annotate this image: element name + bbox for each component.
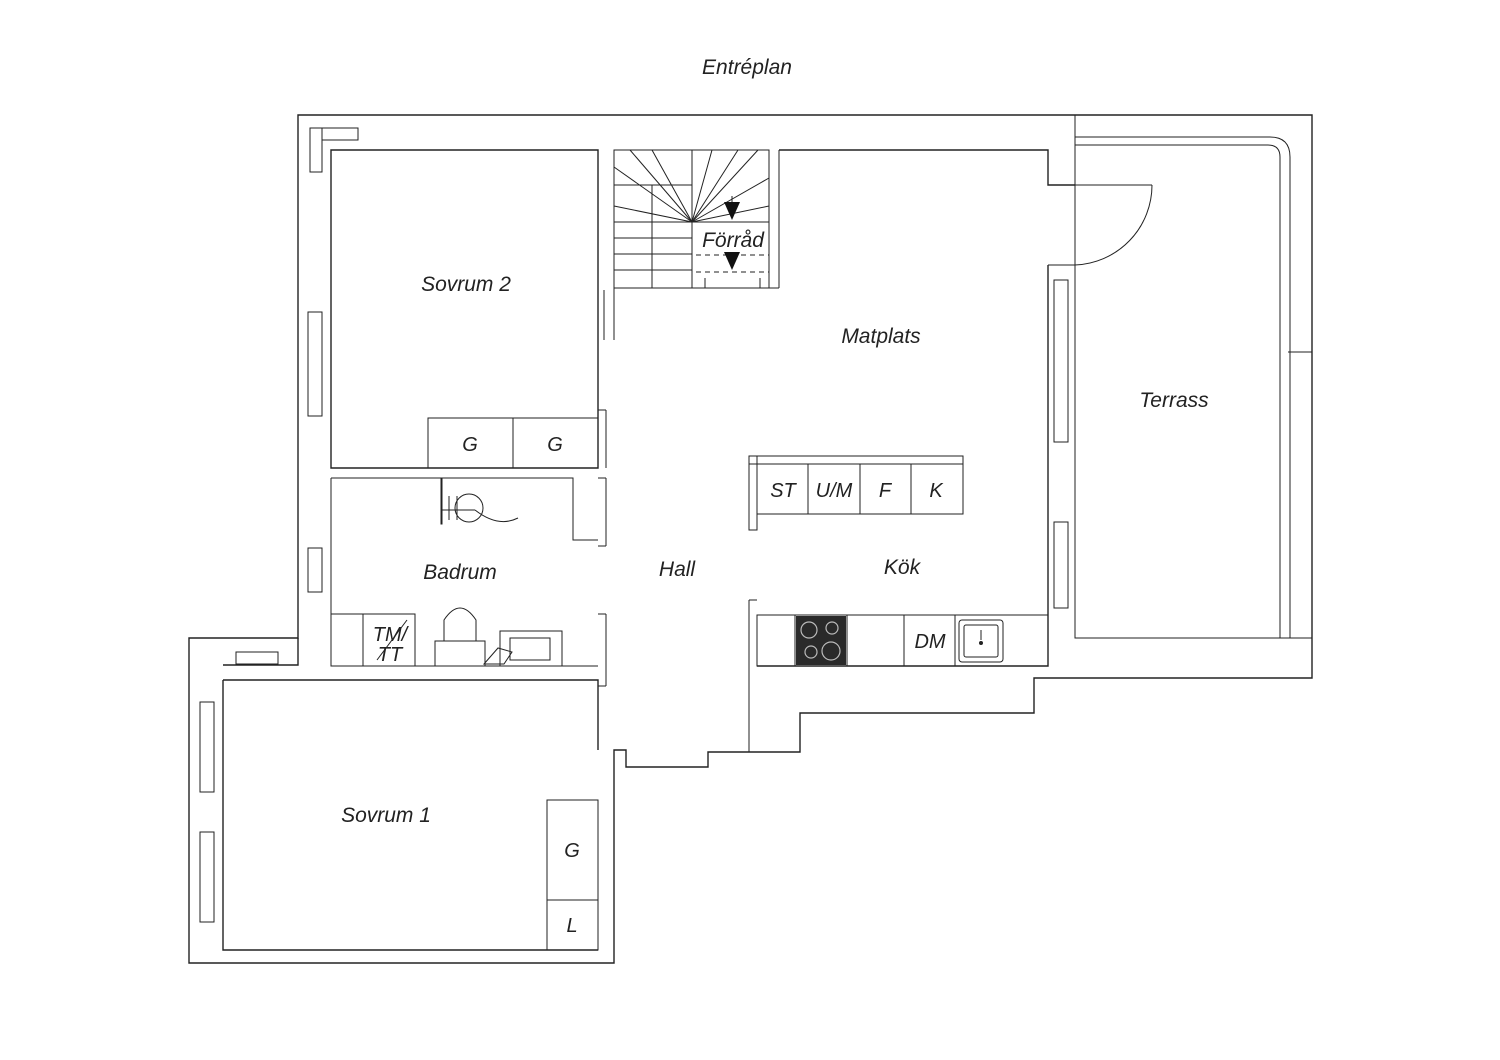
room-label-hall: Hall [659,558,697,581]
stove-icon [796,616,846,665]
room-label-badrum: Badrum [423,561,497,584]
room-label-forrad: Förråd [702,229,765,252]
windows [199,127,1069,923]
fixture-label-wardrobe: G [462,434,478,456]
fixture-label-tm: TM/ [373,624,410,646]
bathroom [330,477,607,687]
fixture-label-um: U/M [816,480,853,502]
sink-icon [958,619,1004,663]
outer-walls [188,114,1313,964]
fixture-label-k: K [929,480,944,502]
room-label-sovrum1: Sovrum 1 [341,804,431,827]
fixture-label-wardrobe: G [547,434,563,456]
fixture-label-wardrobe: G [564,840,580,862]
wardrobe-sovrum1 [546,799,599,951]
fixture-label-st: ST [770,480,797,502]
plan-title: Entréplan [702,56,792,79]
room-label-matplats: Matplats [841,325,921,348]
room-label-sovrum2: Sovrum 2 [421,273,511,296]
stair-arrow-icon [724,202,740,220]
wardrobes-sovrum2 [427,409,607,469]
fixture-label-dm: DM [914,631,945,653]
staircase [603,149,780,340]
fixture-label-tt: TT [378,644,404,666]
stair-arrow-icon [724,252,740,270]
kitchen-island [748,455,964,531]
room-label-terrass: Terrass [1139,389,1209,412]
fixture-label-linen: L [566,915,577,937]
room-label-kok: Kök [884,556,922,579]
kitchen-counter [748,599,1049,752]
fixture-label-f: F [879,480,893,502]
terrace-door [1048,184,1153,266]
